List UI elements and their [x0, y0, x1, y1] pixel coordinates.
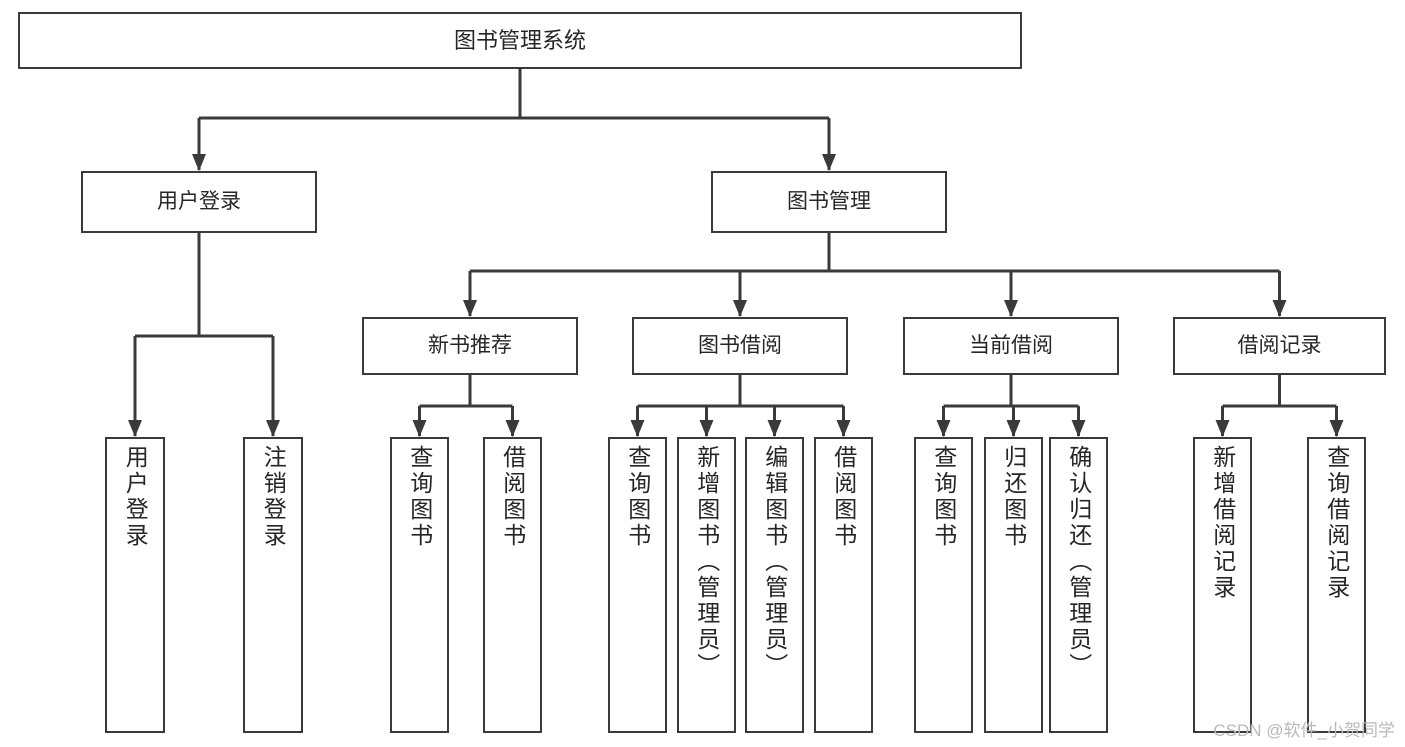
node-l-nb-borrow[interactable]: 借阅图书 — [483, 437, 542, 733]
node-login[interactable]: 用户登录 — [81, 171, 317, 233]
node-bookmgmt[interactable]: 图书管理 — [711, 171, 947, 233]
node-l-rc-query[interactable]: 查询借阅记录 — [1307, 437, 1366, 733]
node-l-cu-return[interactable]: 归还图书 — [984, 437, 1043, 733]
node-root[interactable]: 图书管理系统 — [18, 12, 1022, 69]
node-newbook[interactable]: 新书推荐 — [362, 317, 578, 375]
node-l-cu-query[interactable]: 查询图书 — [914, 437, 973, 733]
node-label: 查询借阅记录 — [1323, 445, 1350, 601]
node-l-bw-add[interactable]: 新增图书（管理员） — [677, 437, 736, 733]
node-label: 新书推荐 — [428, 333, 512, 357]
node-l-cu-confirm[interactable]: 确认归还（管理员） — [1049, 437, 1108, 733]
node-label: 新增借阅记录 — [1209, 445, 1236, 601]
node-label: 查询图书 — [406, 445, 433, 549]
node-borrow[interactable]: 图书借阅 — [632, 317, 848, 375]
node-label: 确认归还（管理员） — [1065, 445, 1092, 679]
node-label: 用户登录 — [122, 445, 149, 549]
node-current[interactable]: 当前借阅 — [903, 317, 1119, 375]
node-label: 用户登录 — [157, 189, 241, 213]
node-label: 借阅图书 — [830, 445, 857, 549]
node-label: 图书管理系统 — [453, 27, 586, 53]
node-label: 归还图书 — [1000, 445, 1027, 549]
node-l-rc-add[interactable]: 新增借阅记录 — [1193, 437, 1252, 733]
node-l-bw-query[interactable]: 查询图书 — [608, 437, 667, 733]
node-label: 图书借阅 — [698, 333, 782, 357]
node-label: 当前借阅 — [969, 333, 1053, 357]
node-label: 新增图书（管理员） — [693, 445, 720, 679]
node-l-bw-edit[interactable]: 编辑图书（管理员） — [745, 437, 804, 733]
node-label: 借阅图书 — [499, 445, 526, 549]
node-label: 图书管理 — [787, 189, 871, 213]
node-l-bw-borrow[interactable]: 借阅图书 — [814, 437, 873, 733]
node-l-userlogin[interactable]: 用户登录 — [105, 437, 165, 733]
node-l-logout[interactable]: 注销登录 — [243, 437, 303, 733]
node-label: 编辑图书（管理员） — [761, 445, 788, 679]
node-label: 查询图书 — [930, 445, 957, 549]
node-records[interactable]: 借阅记录 — [1173, 317, 1386, 375]
node-label: 查询图书 — [624, 445, 651, 549]
node-l-nb-query[interactable]: 查询图书 — [390, 437, 449, 733]
node-label: 借阅记录 — [1237, 333, 1322, 357]
node-label: 注销登录 — [260, 445, 287, 549]
